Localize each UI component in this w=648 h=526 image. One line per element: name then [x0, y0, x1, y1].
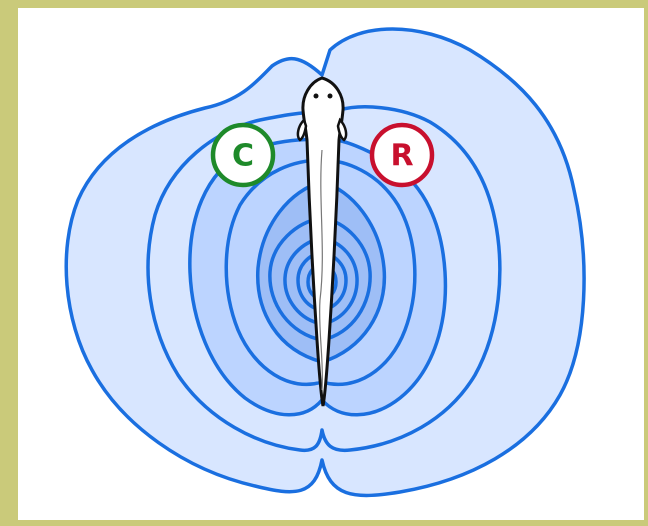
r-badge: R [372, 125, 432, 185]
fish-eye-left [314, 94, 319, 99]
c-badge-label: C [232, 139, 254, 174]
fish-eye-right [328, 94, 333, 99]
r-badge-label: R [390, 139, 413, 174]
c-badge: C [213, 125, 273, 185]
